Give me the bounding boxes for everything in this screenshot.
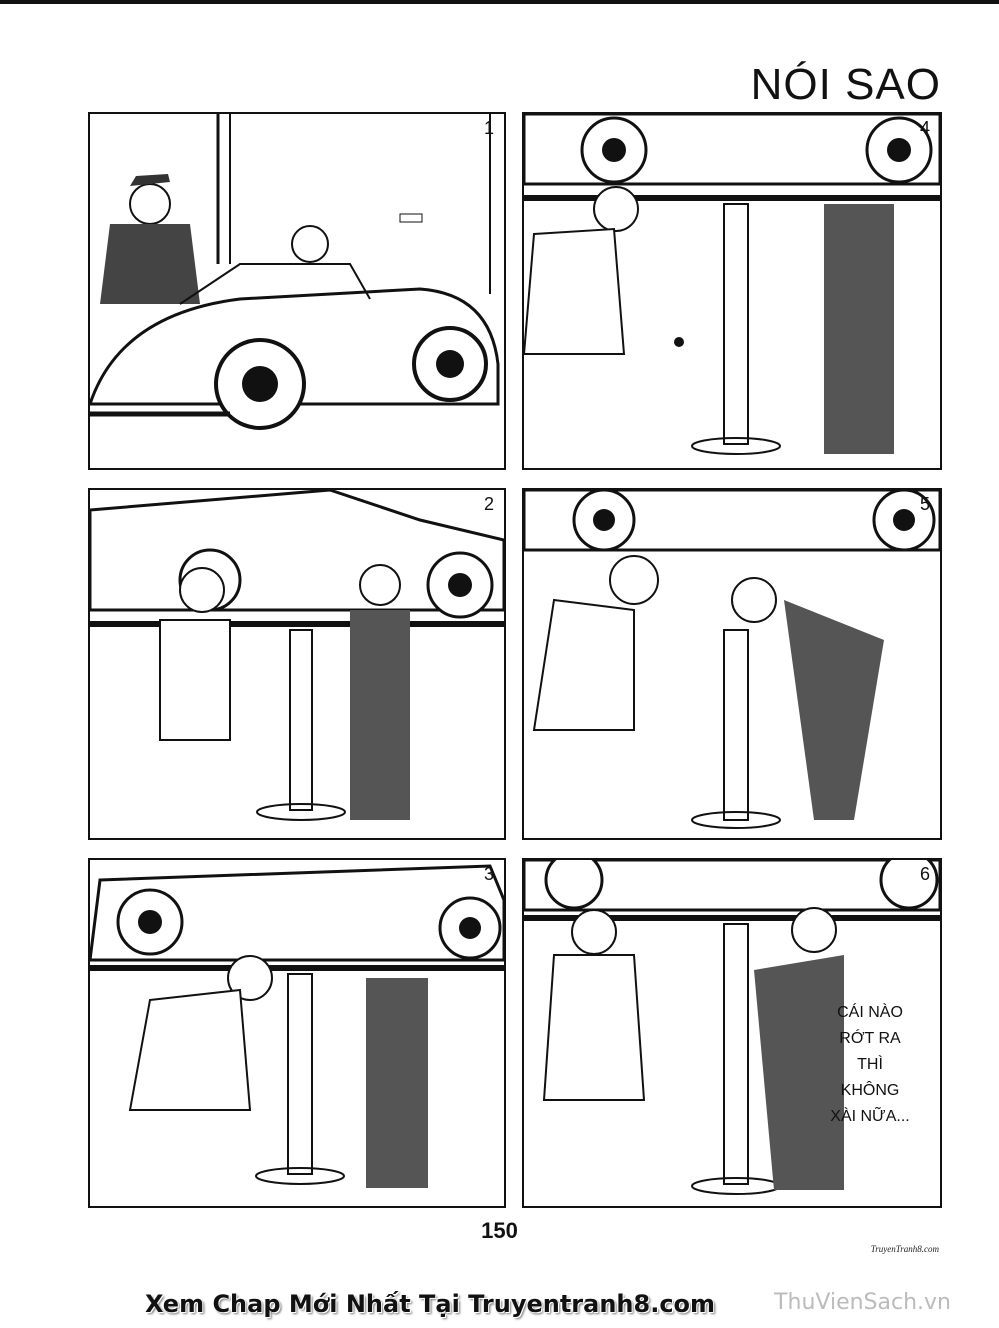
- panel-4-art: [524, 114, 940, 455]
- page-title: NÓI SAO: [750, 60, 941, 109]
- panel-number: 1: [483, 118, 494, 138]
- panel-1-art: [90, 114, 500, 430]
- comic-panel-6: 6 CÁI NÀO RỚT RA THÌ KHÔNG XÀI NỮA...: [522, 858, 942, 1208]
- credit-text: TruyenTranh8.com: [870, 1244, 939, 1254]
- panel-3-art: [90, 864, 504, 1188]
- watermark-text: ThuVienSach.vn: [774, 1290, 951, 1315]
- comic-panel-3: 3: [88, 858, 506, 1208]
- top-border: [0, 0, 999, 4]
- comic-panel-1: 1: [88, 112, 506, 470]
- comic-panel-2: 2: [88, 488, 506, 840]
- panel-5-art: [524, 490, 940, 829]
- panel-number: 5: [919, 494, 930, 514]
- panel-6-art: [524, 860, 940, 1195]
- panel-number: 2: [483, 494, 494, 514]
- footer-banner-link[interactable]: Xem Chap Mới Nhất Tại Truyentranh8.com: [144, 1290, 716, 1318]
- page-number: 150: [481, 1218, 518, 1243]
- speech-text: CÁI NÀO RỚT RA THÌ KHÔNG XÀI NỮA...: [830, 1004, 910, 1125]
- panel-number: 3: [483, 864, 494, 884]
- panel-2-art: [90, 490, 504, 821]
- comic-panel-5: 5: [522, 488, 942, 840]
- panel-number: 6: [919, 864, 930, 884]
- panel-number: 4: [919, 118, 930, 138]
- comic-panel-4: 4: [522, 112, 942, 470]
